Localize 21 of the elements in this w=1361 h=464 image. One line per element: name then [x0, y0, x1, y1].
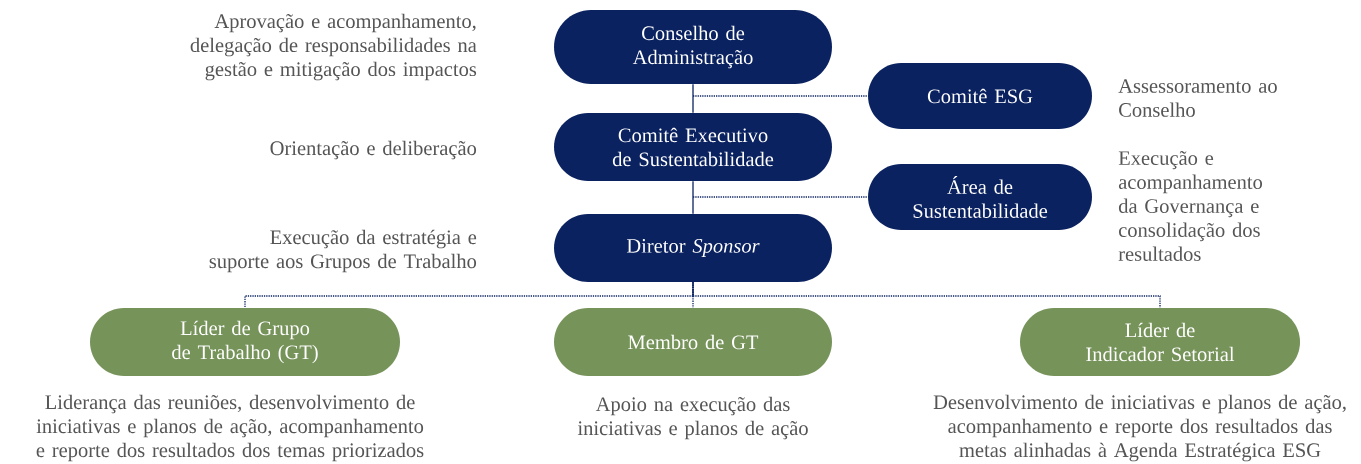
- role-box: Líder de Indicador Setorial: [1020, 308, 1300, 376]
- role-box: Líder de Grupo de Trabalho (GT): [90, 308, 400, 376]
- connector-line: [692, 95, 869, 97]
- connector-line: [692, 281, 694, 297]
- role-box: Comitê ESG: [868, 63, 1092, 129]
- role-box: Área de Sustentabilidade: [868, 164, 1092, 230]
- description-text: Aprovação e acompanhamento, delegação de responsabilidades na gestão e mitigação dos impactos: [190, 13, 477, 81]
- connector-line: [692, 83, 694, 114]
- description-text: Assessoramento ao Conselho: [1118, 79, 1277, 117]
- description-text: Apoio na execução das iniciativas e planos de ação: [577, 396, 808, 440]
- connector-line: [692, 196, 869, 198]
- connector-line: [692, 180, 694, 215]
- role-box: Comitê Executivo de Sustentabilidade: [554, 113, 832, 181]
- description-text: Orientação e deliberação: [270, 140, 477, 160]
- description-text: Liderança das reuniões, desenvolvimento de iniciativas e planos de ação, acompanhamento e reporte dos resultados dos temas priorizados: [36, 394, 424, 462]
- role-box: Diretor Sponsor: [554, 214, 832, 282]
- description-text: Execução e acompanhamento da Governança e consolidação dos resultados: [1118, 151, 1263, 261]
- role-box: Conselho de Administração: [554, 10, 832, 84]
- description-text: Execução da estratégia e suporte aos Grupos de Trabalho: [209, 229, 477, 273]
- description-text: Desenvolvimento de iniciativas e planos de ação, acompanhamento e reporte dos resultados das metas alinhadas à Agenda Estratégica ESG: [933, 394, 1346, 462]
- role-box: Membro de GT: [554, 308, 832, 376]
